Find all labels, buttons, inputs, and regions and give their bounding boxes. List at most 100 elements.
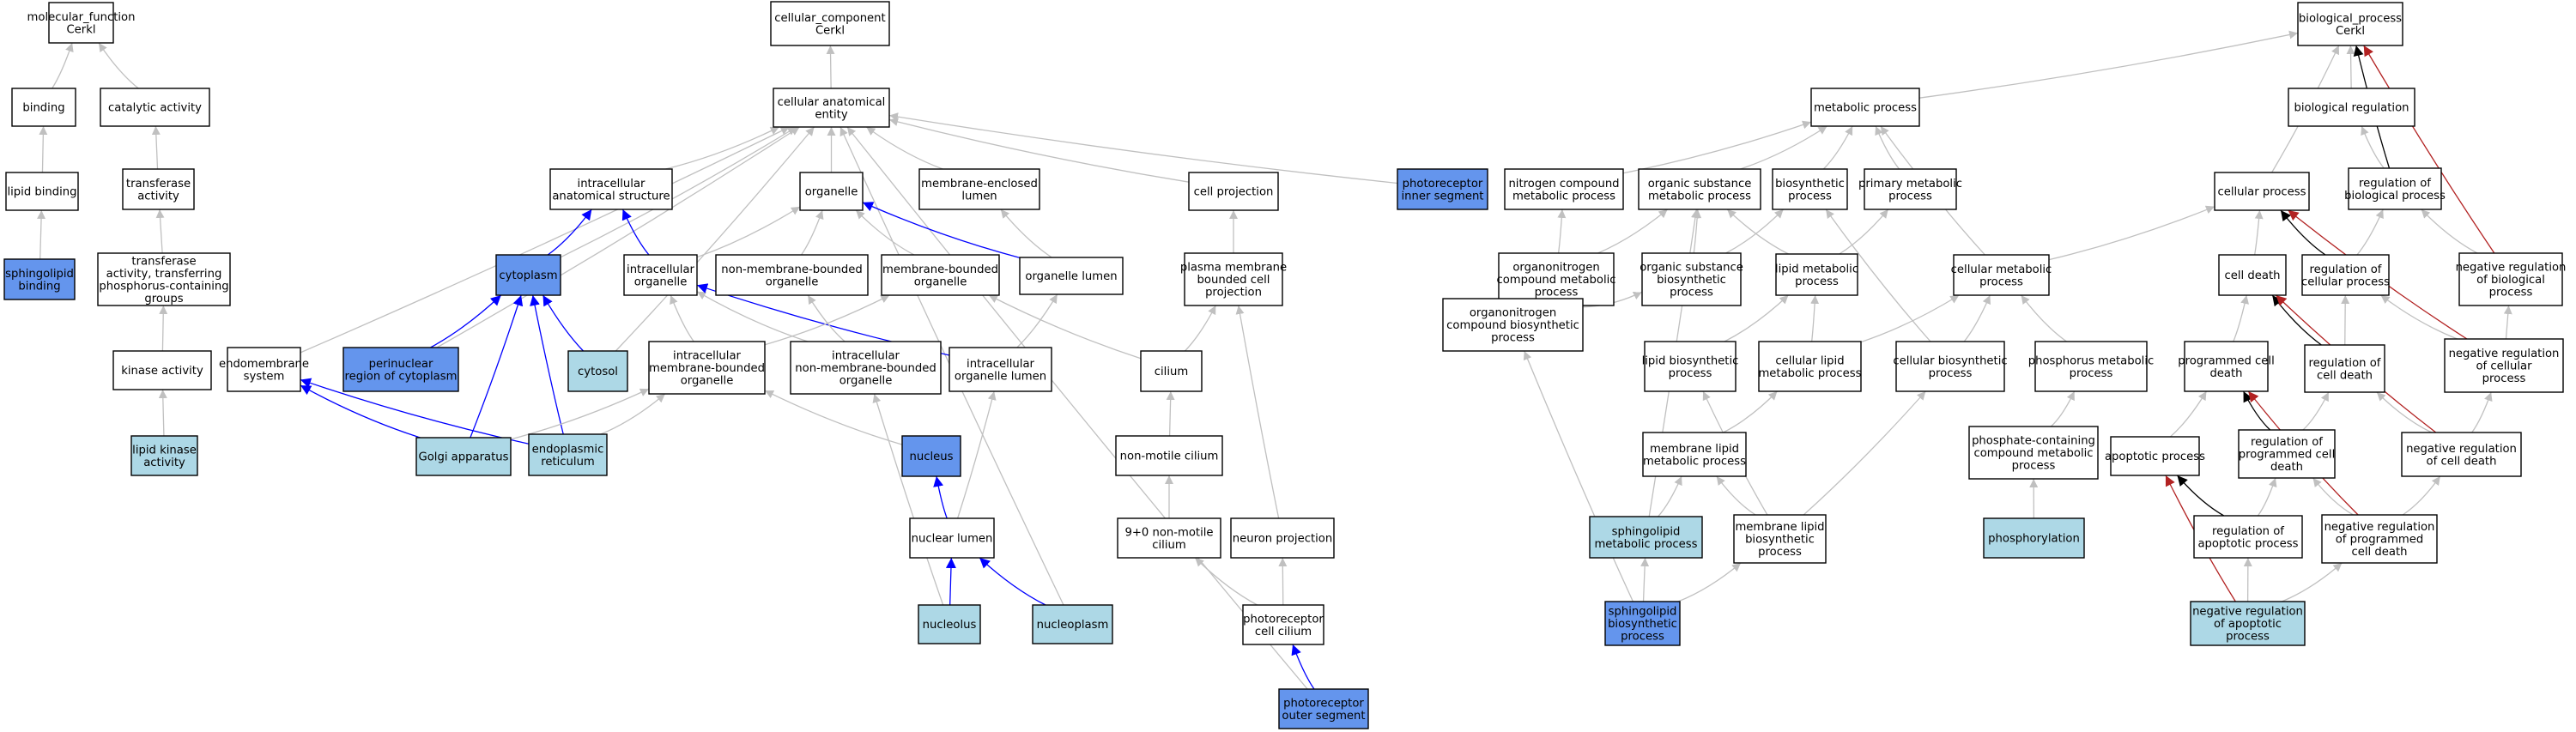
go-term-organelle[interactable]: organelle <box>799 172 864 211</box>
term-label-line: endomembrane <box>219 358 309 371</box>
edge-neg_reg_cd-to-neg_reg_cell <box>2471 391 2493 433</box>
go-term-org-lumen[interactable]: organelle lumen <box>1019 257 1124 295</box>
go-term-metabolic[interactable]: metabolic process <box>1810 88 1920 127</box>
edge-line <box>1875 125 1900 170</box>
go-term-cilium[interactable]: cilium <box>1140 350 1203 392</box>
go-term-cell-death[interactable]: cell death <box>2218 254 2287 296</box>
edge-cae-to-cc_root <box>826 45 835 89</box>
go-term-kinase[interactable]: kinase activity <box>112 350 212 390</box>
edge-line <box>888 118 1190 183</box>
edge-line <box>801 209 824 256</box>
edge-line <box>1839 209 1889 255</box>
term-label-line: biological_process <box>2299 12 2402 25</box>
go-term-nonmotile[interactable]: non-motile cilium <box>1115 435 1223 476</box>
term-label-line: activity <box>137 190 179 203</box>
go-term-cytosol[interactable]: cytosol <box>567 350 628 392</box>
term-box <box>2184 341 2269 392</box>
term-label-line: membrane-bounded <box>882 263 998 276</box>
edge-line <box>1640 557 1650 602</box>
go-term-phosphorylation[interactable]: phosphorylation <box>1983 517 2085 559</box>
edge-org_lumen-to-organelle <box>862 202 1021 258</box>
go-term-inmb-org[interactable]: intracellularnon-membrane-boundedorganel… <box>790 341 942 395</box>
edge-nucleus-to-imb_org <box>764 390 903 445</box>
term-box <box>1498 252 1615 306</box>
term-label-line: process <box>2482 372 2526 385</box>
go-term-nucleus[interactable]: nucleus <box>901 435 961 477</box>
edge-inmb_org-to-nmb_org <box>807 294 846 342</box>
term-box <box>2301 254 2390 296</box>
go-term-cell-proj[interactable]: cell projection <box>1188 172 1279 211</box>
go-term-apoptotic[interactable]: apoptotic process <box>2105 436 2205 476</box>
go-term-neuron-proj[interactable]: neuron projection <box>1230 517 1335 559</box>
go-term-binding[interactable]: binding <box>11 88 76 127</box>
term-box <box>1758 341 1862 392</box>
edge-line <box>670 294 694 342</box>
term-box <box>1642 432 1747 477</box>
go-term-catalytic[interactable]: catalytic activity <box>100 88 210 127</box>
term-label-line: regulation of <box>2251 436 2323 449</box>
go-term-cellular-proc[interactable]: cellular process <box>2214 172 2310 211</box>
go-term-nuc-lumen[interactable]: nuclear lumen <box>909 517 995 559</box>
go-term-nucleolus[interactable]: nucleolus <box>918 604 981 644</box>
go-term-bio-reg[interactable]: biological regulation <box>2288 88 2415 127</box>
go-term-nucleoplasm[interactable]: nucleoplasm <box>1032 604 1113 644</box>
go-term-cytoplasm[interactable]: cytoplasm <box>495 254 561 296</box>
go-term-lipid-binding[interactable]: lipid binding <box>5 172 79 211</box>
go-term-golgi[interactable]: Golgi apparatus <box>415 437 512 476</box>
term-box <box>918 168 1040 210</box>
term-label-line: membrane-enclosed <box>921 178 1038 191</box>
